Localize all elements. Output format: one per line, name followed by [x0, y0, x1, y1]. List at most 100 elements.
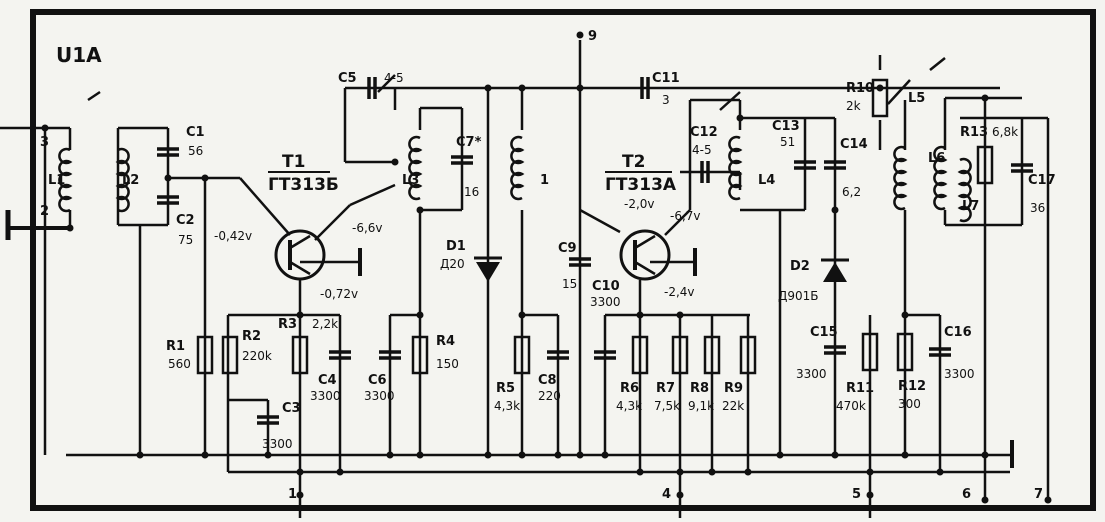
diode-d2: [821, 258, 849, 282]
label-r12-ref: R12: [898, 379, 926, 394]
label-r11-ref: R11: [846, 381, 874, 396]
pin-label-1: 1: [288, 487, 297, 502]
label-c13-ref: C13: [772, 119, 800, 134]
label-c6-val: 3300: [364, 389, 395, 403]
label-l6: L6: [928, 151, 945, 166]
label-c16-val: 3300: [944, 367, 975, 381]
label-c5-ref: C5: [338, 71, 357, 86]
label-r2-ref: R2: [242, 329, 261, 344]
junction-dots: [41, 31, 1052, 504]
label-t1-type: ГТ313Б: [268, 175, 339, 195]
label-r2-val: 220k: [242, 349, 272, 363]
label-d1-ref: D1: [446, 239, 466, 254]
label-l4: L4: [758, 173, 775, 188]
label-c2-val: 75: [178, 233, 193, 247]
label-r8-val: 9,1k: [688, 399, 714, 413]
ground-rail: [66, 40, 1014, 474]
label-r10-ref: R10: [846, 81, 874, 96]
label-c14-val: 6,2: [842, 185, 861, 199]
label-c1-ref: C1: [186, 125, 205, 140]
label-r6-val: 4,3k: [616, 399, 642, 413]
label-t1-vb: -0,42v: [214, 229, 252, 243]
label-c17-ref: C17: [1028, 173, 1056, 188]
label-l-mid: 1: [540, 173, 549, 188]
label-r4-ref: R4: [436, 334, 455, 349]
label-c8-val: 220: [538, 389, 561, 403]
mid-section-wiring: [520, 88, 560, 455]
transistor-t1: [274, 229, 326, 281]
label-c9-ref: C9: [558, 241, 577, 256]
pin-label-9: 9: [588, 29, 597, 44]
label-c16-ref: C16: [944, 325, 972, 340]
label-t1-ve: -0,72v: [320, 287, 358, 301]
inductor-mid: [510, 135, 524, 201]
pin-label-6: 6: [962, 487, 971, 502]
label-c15-val: 3300: [796, 367, 827, 381]
module-title: U1A: [56, 43, 102, 67]
label-d2-type: Д901Б: [778, 289, 819, 303]
label-r3-ref: R3: [278, 317, 297, 332]
diode-d1: [474, 256, 502, 282]
label-l3: L3: [402, 173, 419, 188]
label-r7-ref: R7: [656, 381, 675, 396]
inductor-l4: [728, 135, 742, 201]
label-c10-val: 3300: [590, 295, 621, 309]
label-c11-val: 3: [662, 93, 670, 107]
input-transformer: [0, 90, 205, 455]
label-c5-val: 4-5: [384, 71, 404, 85]
label-c3-ref: C3: [282, 401, 301, 416]
inductor-l5: [893, 145, 907, 211]
label-r6-ref: R6: [620, 381, 639, 396]
label-t2-ref: T2: [622, 152, 645, 172]
label-c11-ref: C11: [652, 71, 680, 86]
label-c7-val: 16: [464, 185, 479, 199]
label-r1-ref: R1: [166, 339, 185, 354]
pin-label-2: 2: [40, 204, 49, 219]
label-t2-ve: -2,4v: [664, 285, 695, 299]
label-d1-type: Д20: [440, 257, 465, 271]
resistor-r2: [221, 335, 239, 375]
label-c12-ref: C12: [690, 125, 718, 140]
label-c3-val: 3300: [262, 437, 293, 451]
pin-label-4: 4: [662, 487, 671, 502]
label-r7-val: 7,5k: [654, 399, 680, 413]
label-r5-val: 4,3k: [494, 399, 520, 413]
transistor-t2: [619, 229, 671, 281]
label-c13-val: 51: [780, 135, 795, 149]
label-t1-vc: -6,6v: [352, 221, 383, 235]
label-c4-ref: C4: [318, 373, 337, 388]
output-transformer-wiring: [929, 57, 1050, 500]
label-c4-val: 3300: [310, 389, 341, 403]
inductor-l3: [408, 135, 422, 201]
label-c12-val: 4-5: [692, 143, 712, 157]
label-l7: L7: [962, 199, 979, 214]
pin-label-7: 7: [1034, 487, 1043, 502]
pin-label-3: 3: [40, 135, 49, 150]
pin-label-5: 5: [852, 487, 861, 502]
stage-t1-wiring: [203, 176, 396, 472]
label-r8-ref: R8: [690, 381, 709, 396]
label-r13-val: 6,8k: [992, 125, 1018, 139]
label-c10-ref: C10: [592, 279, 620, 294]
label-c7-ref: C7*: [456, 135, 482, 150]
label-t2-vc: -6,7v: [670, 209, 701, 223]
label-t2-type: ГТ313А: [605, 175, 677, 195]
label-t1-ref: T1: [282, 152, 305, 172]
label-r3-val: 2,2k: [312, 317, 338, 331]
label-r1-val: 560: [168, 357, 191, 371]
label-d2-ref: D2: [790, 259, 810, 274]
label-c9-val: 15: [562, 277, 577, 291]
label-r9-val: 22k: [722, 399, 744, 413]
label-r11-val: 470k: [836, 399, 866, 413]
label-c6-ref: C6: [368, 373, 387, 388]
module-frame: [30, 9, 1096, 511]
label-c15-ref: C15: [810, 325, 838, 340]
label-c8-ref: C8: [538, 373, 557, 388]
stage-t2-wiring: [579, 98, 750, 472]
label-r12-val: 300: [898, 397, 921, 411]
label-r9-ref: R9: [724, 381, 743, 396]
pin-taps: [298, 472, 872, 518]
output-section-wiring: [868, 55, 942, 472]
label-c14-ref: C14: [840, 137, 868, 152]
